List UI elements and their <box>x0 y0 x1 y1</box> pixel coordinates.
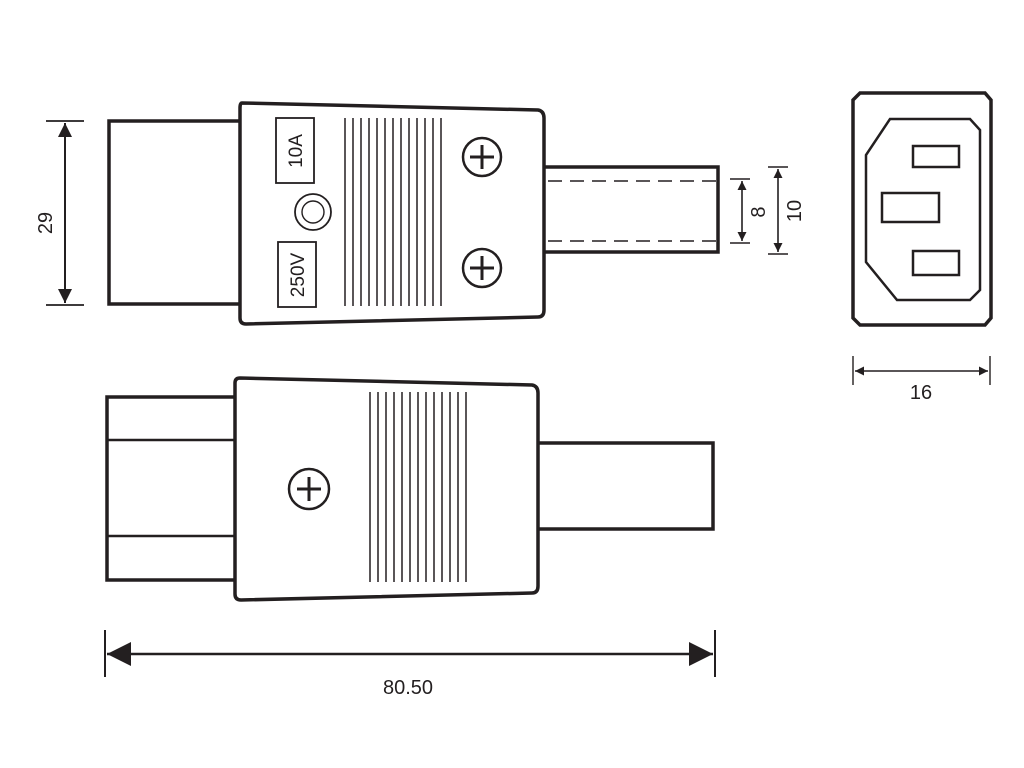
front-face-view: 16 <box>851 91 993 404</box>
height-dimension-label: 29 <box>35 212 57 234</box>
cable-outer-dimension-label: 10 <box>784 200 806 222</box>
dimension-cable-outer: 10 <box>768 166 806 255</box>
top-view: 10A 250V <box>35 101 806 326</box>
top-grip-ribs <box>344 118 442 306</box>
side-view: 80.50 <box>104 376 716 699</box>
cable-inner-dimension-label: 8 <box>748 206 770 217</box>
screw-icon <box>287 467 331 511</box>
voltage-rating-label: 250V <box>277 241 317 308</box>
current-rating-text: 10A <box>286 134 307 168</box>
total-length-dimension-label: 80.50 <box>383 677 433 699</box>
side-cable <box>533 441 715 531</box>
pin-slot-earth <box>880 191 941 224</box>
dimension-face-width: 16 <box>852 356 991 404</box>
voltage-rating-text: 250V <box>288 252 309 297</box>
side-socket-block <box>105 395 244 582</box>
indicator-ring <box>294 193 332 231</box>
screw-icon <box>461 247 503 289</box>
face-width-dimension-label: 16 <box>910 382 932 404</box>
dimension-cable-inner: 8 <box>730 178 770 244</box>
dimension-total-length: 80.50 <box>104 630 716 699</box>
current-rating-label: 10A <box>275 117 315 184</box>
side-grip-ribs <box>369 392 467 582</box>
screw-icon <box>461 136 503 178</box>
pin-slot-top <box>911 144 961 169</box>
dimension-height: 29 <box>35 120 84 306</box>
pin-slot-bottom <box>911 249 961 277</box>
top-socket-block <box>107 119 244 306</box>
top-cable <box>538 165 720 254</box>
